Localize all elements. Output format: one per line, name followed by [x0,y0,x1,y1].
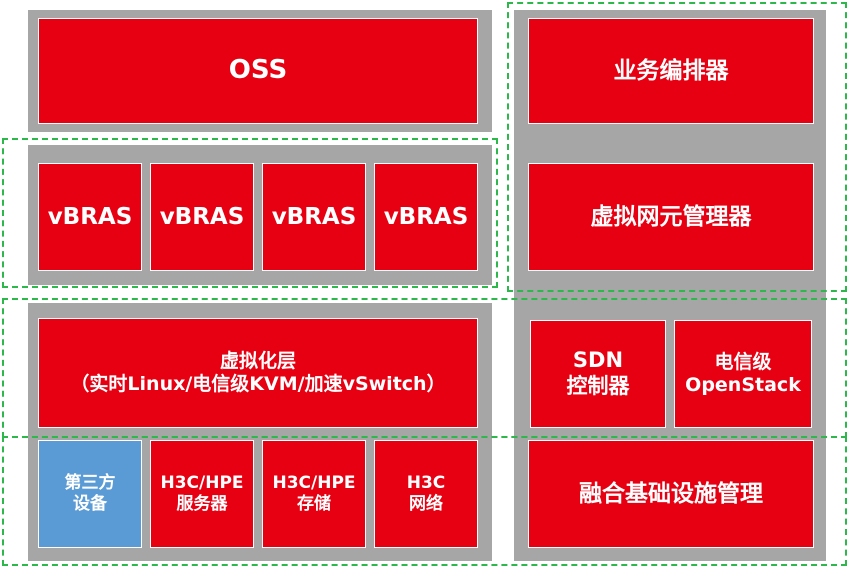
h3c-hpe-server-box: H3C/HPE 服务器 [150,440,254,548]
hardware-line2: 存储 [297,494,331,514]
converged-infra-mgmt-box: 融合基础设施管理 [528,440,814,548]
sdn-line2: 控制器 [566,374,630,398]
hardware-line2: 服务器 [176,494,228,514]
vbras-label: vBRAS [271,203,357,230]
vbras-box-4: vBRAS [374,163,478,271]
hardware-line1: 第三方 [64,473,116,494]
vbras-label: vBRAS [47,203,133,230]
vnfm-label: 虚拟网元管理器 [590,203,752,230]
hardware-line1: H3C/HPE [160,473,244,494]
h3c-hpe-storage-box: H3C/HPE 存储 [262,440,366,548]
openstack-line1: 电信级 [714,350,772,373]
sdn-line1: SDN [572,348,624,373]
virtualization-layer-box: 虚拟化层 （实时Linux/电信级KVM/加速vSwitch） [38,318,478,428]
infra-mgmt-label: 融合基础设施管理 [579,480,763,507]
hardware-line2: 网络 [409,494,443,514]
vbras-box-2: vBRAS [150,163,254,271]
sdn-controller-box: SDN 控制器 [530,320,666,428]
third-party-device-box: 第三方 设备 [38,440,142,548]
vbras-label: vBRAS [159,203,245,230]
h3c-network-box: H3C 网络 [374,440,478,548]
orchestrator-label: 业务编排器 [613,57,729,84]
vnf-manager-box: 虚拟网元管理器 [528,163,814,271]
virtualization-detail: （实时Linux/电信级KVM/加速vSwitch） [70,373,446,395]
virtualization-title: 虚拟化层 [219,349,296,372]
carrier-openstack-box: 电信级 OpenStack [674,320,812,428]
hardware-line2: 设备 [73,494,107,514]
openstack-line2: OpenStack [685,374,801,396]
hardware-line1: H3C [406,473,446,494]
oss-box: OSS [38,18,478,124]
vbras-box-1: vBRAS [38,163,142,271]
vbras-label: vBRAS [383,203,469,230]
hardware-line1: H3C/HPE [272,473,356,494]
oss-label: OSS [228,55,288,86]
service-orchestrator-box: 业务编排器 [528,18,814,124]
vbras-box-3: vBRAS [262,163,366,271]
